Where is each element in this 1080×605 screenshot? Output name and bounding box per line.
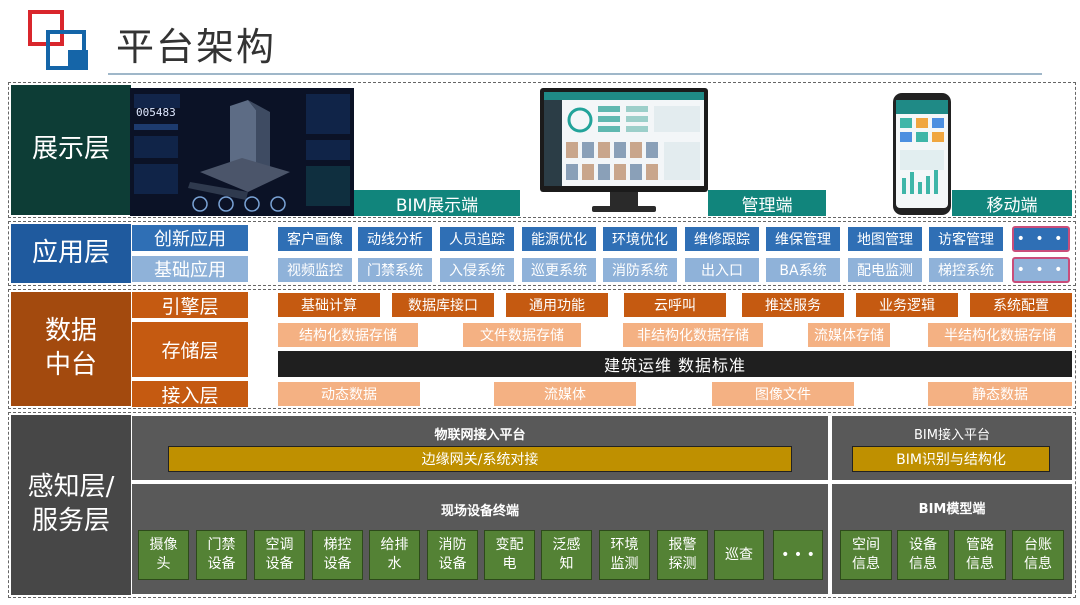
storage-layer-label: 存储层 xyxy=(132,322,248,377)
field-device-item: 巡查 xyxy=(714,530,764,580)
field-device-item: 泛感 知 xyxy=(541,530,592,580)
engine-item: 推送服务 xyxy=(742,293,844,317)
logo xyxy=(28,10,92,70)
basic-more-button[interactable]: • • • xyxy=(1012,257,1070,283)
innovative-app-label: 创新应用 xyxy=(132,225,248,251)
innovative-app-item[interactable]: 人员追踪 xyxy=(440,227,514,251)
bim-model-item: 设备 信息 xyxy=(897,530,949,580)
bim-access-title: BIM接入平台 xyxy=(914,428,990,443)
iot-access-title: 物联网接入平台 xyxy=(434,428,526,443)
management-end-label: 管理端 xyxy=(708,190,826,216)
innovative-app-item[interactable]: 能源优化 xyxy=(522,227,596,251)
basic-app-label: 基础应用 xyxy=(132,256,248,282)
basic-app-item[interactable]: 出入口 xyxy=(685,258,759,282)
app-layer-band: 应用层 xyxy=(8,221,1076,286)
app-layer-label: 应用层 xyxy=(11,224,131,283)
engine-item: 数据库接口 xyxy=(392,293,494,317)
field-device-item: 变配 电 xyxy=(484,530,535,580)
field-device-item: 门禁 设备 xyxy=(196,530,247,580)
innovative-app-item[interactable]: 维修跟踪 xyxy=(685,227,759,251)
innovative-app-item[interactable]: 动线分析 xyxy=(358,227,432,251)
iot-access-panel: 物联网接入平台 边缘网关/系统对接 xyxy=(132,416,828,480)
display-layer-label: 展示层 xyxy=(11,85,131,215)
basic-app-item[interactable]: BA系统 xyxy=(766,258,840,282)
basic-app-item[interactable]: 门禁系统 xyxy=(358,258,432,282)
basic-app-item[interactable]: 消防系统 xyxy=(603,258,677,282)
innovative-app-item[interactable]: 客户画像 xyxy=(278,227,352,251)
access-item: 静态数据 xyxy=(928,382,1072,406)
engine-item: 通用功能 xyxy=(506,293,608,317)
mobile-end-label: 移动端 xyxy=(952,190,1072,216)
basic-app-item[interactable]: 巡更系统 xyxy=(522,258,596,282)
storage-item: 文件数据存储 xyxy=(463,323,581,347)
edge-gateway-bar: 边缘网关/系统对接 xyxy=(168,446,792,472)
field-device-item: 消防 设备 xyxy=(427,530,478,580)
data-standard-bar: 建筑运维 数据标准 xyxy=(278,351,1072,377)
field-device-item: • • • xyxy=(773,530,823,580)
basic-app-item[interactable]: 梯控系统 xyxy=(929,258,1003,282)
innovative-app-item[interactable]: 环境优化 xyxy=(603,227,677,251)
storage-item: 流媒体存储 xyxy=(808,323,890,347)
field-device-item: 摄像 头 xyxy=(138,530,189,580)
sensing-layer-label: 感知层/ 服务层 xyxy=(11,415,131,595)
management-monitor-screenshot xyxy=(538,86,710,218)
bim-counter: 005483 xyxy=(136,106,176,119)
basic-app-item[interactable]: 入侵系统 xyxy=(440,258,514,282)
bim-display-end-label: BIM展示端 xyxy=(354,190,520,216)
innovative-app-item[interactable]: 维保管理 xyxy=(766,227,840,251)
storage-item: 结构化数据存储 xyxy=(278,323,418,347)
engine-layer-label: 引擎层 xyxy=(132,292,248,318)
engine-item: 业务逻辑 xyxy=(856,293,958,317)
innovative-app-item[interactable]: 访客管理 xyxy=(929,227,1003,251)
data-layer-band: 数据 中台 xyxy=(8,289,1076,409)
storage-item: 非结构化数据存储 xyxy=(623,323,763,347)
field-device-item: 给排 水 xyxy=(369,530,420,580)
storage-item: 半结构化数据存储 xyxy=(928,323,1072,347)
sensing-layer-band: 感知层/ 服务层 xyxy=(8,412,1076,598)
bim-model-item: 管路 信息 xyxy=(954,530,1006,580)
engine-item: 系统配置 xyxy=(970,293,1072,317)
page-title: 平台架构 xyxy=(116,25,277,69)
bim-access-panel: BIM接入平台 BIM识别与结构化 xyxy=(832,416,1072,480)
innovative-more-button[interactable]: • • • xyxy=(1012,226,1070,252)
title-divider xyxy=(108,73,1042,75)
access-item: 动态数据 xyxy=(278,382,420,406)
basic-app-item[interactable]: 配电监测 xyxy=(848,258,922,282)
data-layer-label: 数据 中台 xyxy=(11,292,131,406)
bim-recognition-bar: BIM识别与结构化 xyxy=(852,446,1050,472)
bim-model-item: 空间 信息 xyxy=(840,530,892,580)
engine-item: 云呼叫 xyxy=(624,293,726,317)
bim-model-title: BIM模型端 xyxy=(918,502,986,517)
field-device-panel: 现场设备终端 xyxy=(132,484,828,594)
display-layer-band: 展示层 xyxy=(8,82,1076,218)
field-device-item: 报警 探测 xyxy=(657,530,708,580)
access-layer-label: 接入层 xyxy=(132,381,248,407)
bim-model-item: 台账 信息 xyxy=(1012,530,1064,580)
innovative-app-item[interactable]: 地图管理 xyxy=(848,227,922,251)
field-device-item: 空调 设备 xyxy=(254,530,305,580)
field-device-item: 环境 监测 xyxy=(599,530,650,580)
access-item: 图像文件 xyxy=(712,382,854,406)
engine-item: 基础计算 xyxy=(278,293,380,317)
bim-dashboard-screenshot: 005483 xyxy=(130,88,354,216)
mobile-phone-screenshot xyxy=(892,92,952,216)
field-device-title: 现场设备终端 xyxy=(440,504,519,519)
access-item: 流媒体 xyxy=(494,382,636,406)
field-device-item: 梯控 设备 xyxy=(312,530,363,580)
basic-app-item[interactable]: 视频监控 xyxy=(278,258,352,282)
